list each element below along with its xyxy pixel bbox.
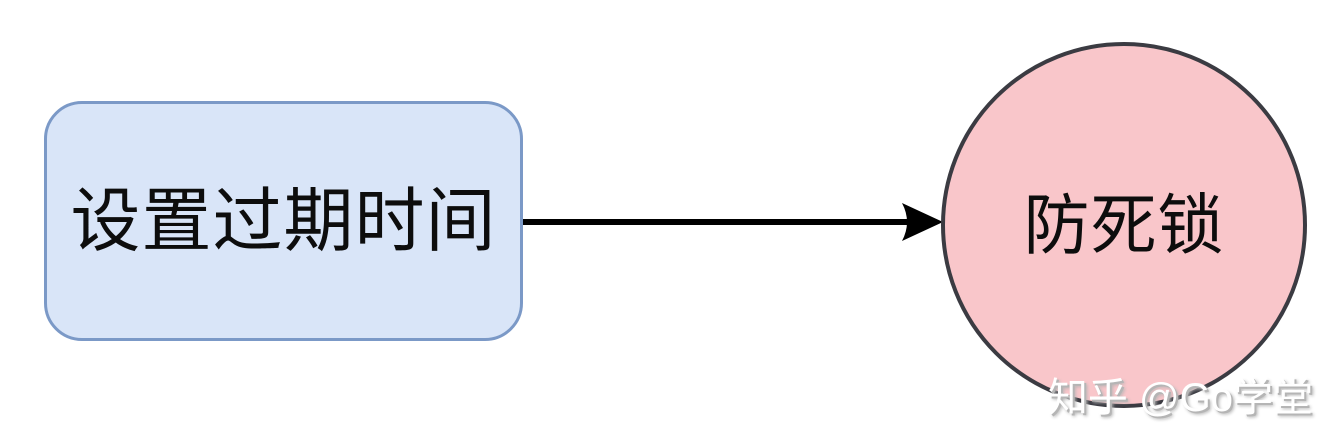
node-anti-deadlock: 防死锁 — [941, 42, 1307, 408]
node-anti-deadlock-label: 防死锁 — [1023, 188, 1225, 262]
watermark: 知乎 @Go学堂 — [1047, 376, 1313, 420]
node-set-expire-time: 设置过期时间 — [44, 101, 523, 341]
node-set-expire-time-label: 设置过期时间 — [70, 182, 497, 260]
arrow-head-icon — [902, 203, 943, 241]
arrow-connector — [523, 203, 943, 241]
